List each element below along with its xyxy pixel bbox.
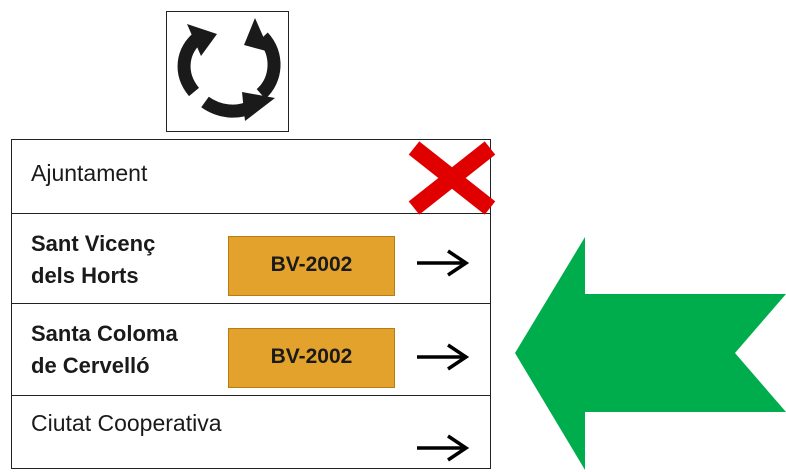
road-badge: BV-2002: [228, 328, 395, 388]
road-code: BV-2002: [270, 253, 353, 276]
destination-label: Sant Vicenç dels Horts: [31, 228, 231, 292]
roundabout-sign: [166, 11, 289, 132]
board-row-ajuntament: Ajuntament: [12, 140, 490, 214]
destination-line: dels Horts: [31, 263, 139, 288]
destination-line: Sant Vicenç: [31, 231, 156, 256]
destination-label: Ajuntament: [31, 160, 148, 186]
board-row-sant-vicenc: Sant Vicenç dels Horts BV-2002: [12, 214, 490, 304]
destination-line: de Cervelló: [31, 353, 150, 378]
arrow-right-icon: [417, 343, 470, 371]
arrow-right-icon: [417, 249, 470, 277]
board-row-ciutat-cooperativa: Ciutat Cooperativa: [12, 396, 490, 470]
destination-label: Ciutat Cooperativa: [31, 410, 222, 436]
big-arrow-left-icon: [515, 237, 786, 470]
arrow-right-icon: [417, 434, 470, 462]
roundabout-icon: [177, 18, 281, 121]
direction-board: Ajuntament Sant Vicenç dels Horts BV-200…: [11, 139, 491, 469]
destination-label: Santa Coloma de Cervelló: [31, 318, 231, 382]
cross-icon: [408, 141, 496, 215]
road-badge: BV-2002: [228, 236, 395, 296]
destination-line: Santa Coloma: [31, 321, 178, 346]
board-row-santa-coloma: Santa Coloma de Cervelló BV-2002: [12, 304, 490, 396]
road-code: BV-2002: [270, 345, 353, 368]
